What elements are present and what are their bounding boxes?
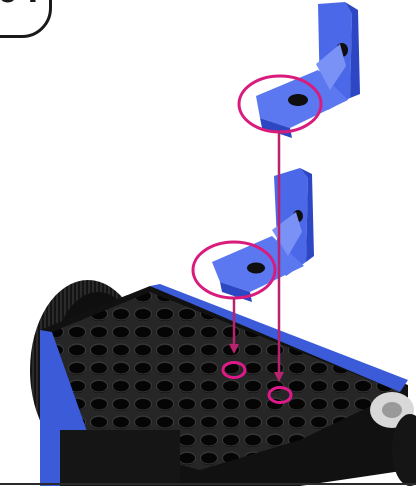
chassis-plate	[40, 284, 408, 486]
step-number: 04	[0, 0, 41, 10]
lower-bracket	[212, 168, 314, 302]
upper-bracket	[256, 2, 360, 138]
